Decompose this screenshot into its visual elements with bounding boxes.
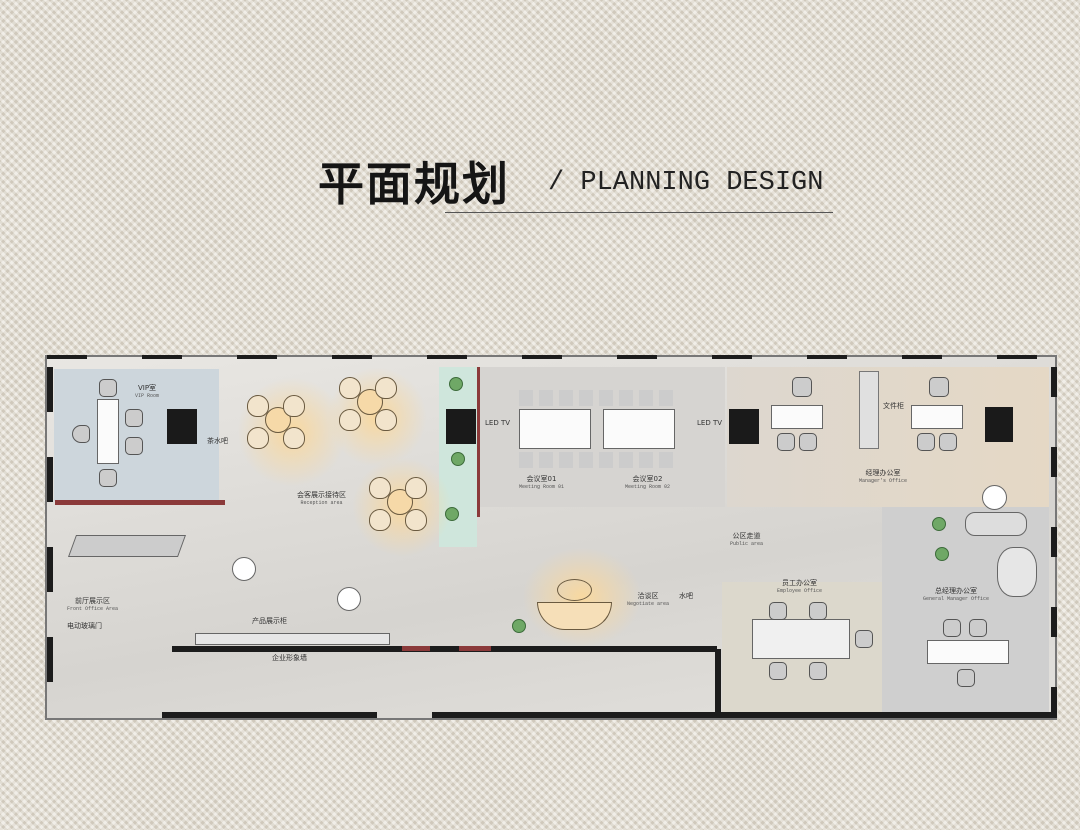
- vip-table: [97, 399, 119, 464]
- employee-en: Employee Office: [777, 588, 823, 595]
- gm-en: General Manager Office: [923, 596, 990, 603]
- label-product-display: 产品展示柜: [252, 617, 287, 625]
- meeting1-cn: 会议室01: [526, 475, 557, 483]
- label-led-tv-1: LED TV: [485, 419, 511, 427]
- label-water: 水吧: [679, 592, 693, 600]
- negotiate-cn: 洽谈区: [637, 592, 659, 600]
- gm-cn: 总经理办公室: [935, 587, 977, 595]
- title-separator: /: [548, 168, 565, 198]
- wall-bottom: [162, 712, 377, 718]
- meeting-table-1: [519, 409, 591, 449]
- public-cn: 公区走道: [732, 532, 761, 540]
- meeting2-cn: 会议室02: [632, 475, 663, 483]
- label-led-tv-2: LED TV: [697, 419, 723, 427]
- manager-cn: 经理办公室: [865, 469, 901, 477]
- front-en: Front Office Area: [67, 606, 119, 613]
- title-underline: [445, 212, 833, 213]
- meeting-table-2: [603, 409, 675, 449]
- meeting1-en: Meeting Room 01: [519, 484, 565, 491]
- label-glass-door: 电动玻璃门: [67, 622, 102, 630]
- negotiate-en: Negotiate area: [627, 601, 670, 608]
- vip-en: VIP Room: [135, 393, 160, 400]
- label-tea-bar: 茶水吧: [207, 437, 228, 445]
- employee-cn: 员工办公室: [782, 579, 817, 587]
- reception-en: Reception area: [300, 500, 343, 507]
- employee-desks: [752, 619, 850, 659]
- file-cabinet: [859, 371, 879, 449]
- manager-en: Manager's Office: [859, 478, 908, 485]
- column: [167, 409, 197, 444]
- meeting2-en: Meeting Room 02: [625, 484, 671, 491]
- page-subtitle: / PLANNING DESIGN: [548, 168, 823, 198]
- wall-top: [47, 355, 1059, 359]
- page-title: 平面规划: [318, 157, 510, 211]
- title-english: PLANNING DESIGN: [580, 168, 824, 198]
- label-file-cabinet: 文件柜: [883, 402, 904, 410]
- vip-cn: VIP室: [137, 384, 157, 392]
- gm-desk: [927, 640, 1009, 664]
- label-corporate-wall: 企业形象墙: [272, 654, 307, 662]
- reception-cn: 会客展示接待区: [297, 491, 346, 499]
- public-en: Public area: [730, 541, 764, 548]
- front-cn: 前厅展示区: [75, 597, 110, 605]
